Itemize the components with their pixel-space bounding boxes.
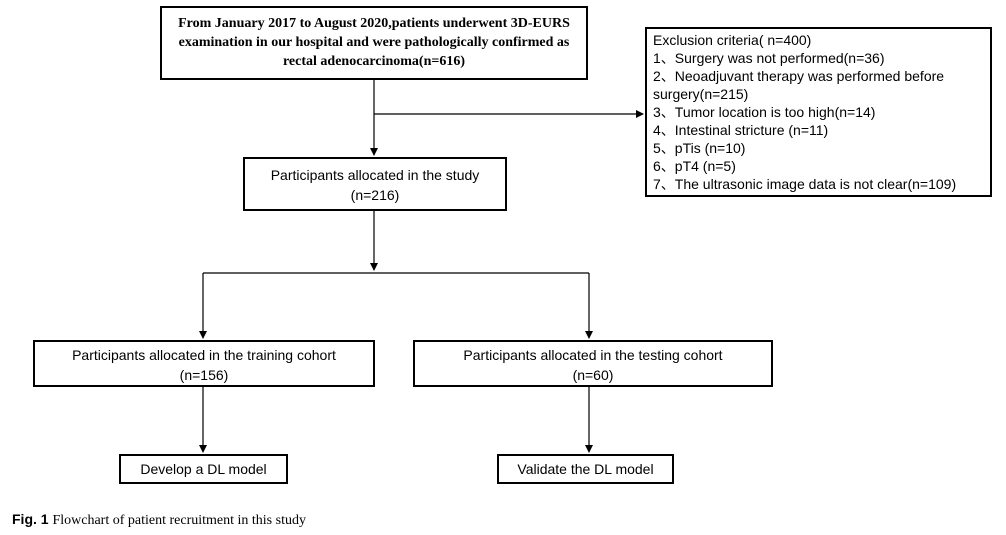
node-text-line: Participants allocated in the training c… (72, 347, 336, 363)
node-study-participants: Participants allocated in the study (n=2… (243, 157, 507, 211)
exclusion-item: 2、Neoadjuvant therapy was performed befo… (653, 68, 945, 84)
exclusion-item: 6、pT4 (n=5) (653, 158, 736, 174)
node-text-line: From January 2017 to August 2020,patient… (178, 16, 570, 31)
node-text-line: Participants allocated in the testing co… (463, 347, 723, 363)
node-text-line: (n=216) (350, 187, 400, 203)
exclusion-item: 3、Tumor location is too high(n=14) (653, 104, 876, 120)
node-source-population: From January 2017 to August 2020,patient… (160, 6, 588, 80)
exclusion-item: 5、pTis (n=10) (653, 140, 746, 156)
node-training-cohort: Participants allocated in the training c… (33, 340, 375, 387)
caption-text: Flowchart of patient recruitment in this… (52, 513, 306, 528)
figure-label: Fig. 1 (12, 511, 49, 527)
node-text-line: Develop a DL model (140, 461, 267, 477)
node-validate-model: Validate the DL model (497, 454, 674, 484)
node-develop-model: Develop a DL model (119, 454, 288, 484)
exclusion-heading: Exclusion criteria( n=400) (653, 32, 812, 48)
exclusion-item: 7、The ultrasonic image data is not clear… (653, 176, 957, 192)
exclusion-item: surgery(n=215) (653, 86, 749, 102)
node-text-line: (n=156) (179, 367, 229, 383)
node-testing-cohort: Participants allocated in the testing co… (413, 340, 773, 387)
node-exclusion-criteria: Exclusion criteria( n=400) 1、Surgery was… (645, 27, 992, 197)
node-text-line: Validate the DL model (517, 461, 654, 477)
figure-caption: Fig. 1 Flowchart of patient recruitment … (12, 511, 306, 529)
node-text-line: Participants allocated in the study (270, 167, 480, 183)
node-text-line: rectal adenocarcinoma(n=616) (282, 54, 466, 69)
exclusion-item: 4、Intestinal stricture (n=11) (653, 122, 829, 138)
node-text-line: (n=60) (572, 367, 614, 383)
node-text-line: examination in our hospital and were pat… (178, 35, 570, 50)
exclusion-item: 1、Surgery was not performed(n=36) (653, 50, 885, 66)
